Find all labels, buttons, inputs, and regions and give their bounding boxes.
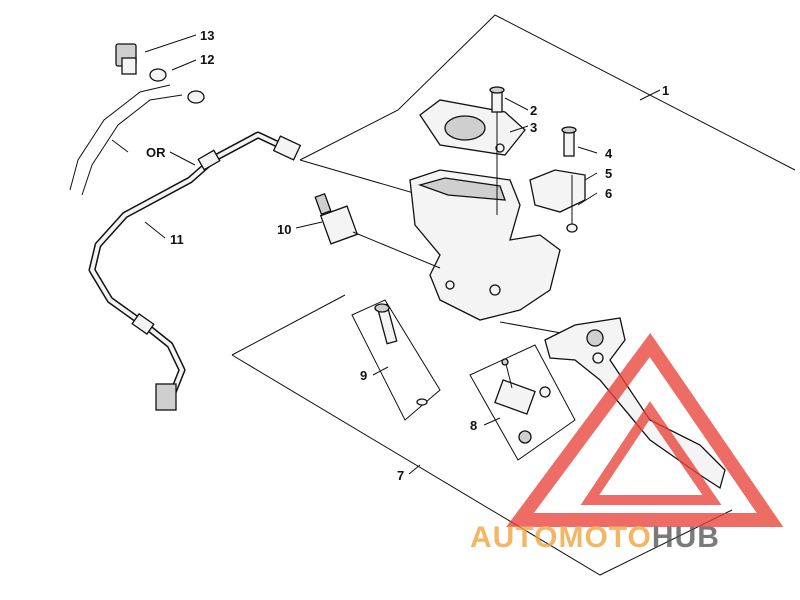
leader-lines <box>111 34 661 475</box>
callout-or: OR <box>146 145 166 160</box>
callout-4: 4 <box>605 146 613 161</box>
callout-1: 1 <box>662 83 669 98</box>
callout-13: 13 <box>200 28 214 43</box>
callout-10: 10 <box>277 222 291 237</box>
callout-11: 11 <box>170 232 184 247</box>
cover-screw <box>489 86 505 215</box>
clamp-screw <box>561 126 577 157</box>
callout-7: 7 <box>397 468 404 483</box>
alternate-hose <box>69 84 183 196</box>
reservoir-cover <box>419 99 526 156</box>
callout-9: 9 <box>360 368 367 383</box>
callout-8: 8 <box>470 418 477 433</box>
sealing-washers <box>149 68 205 104</box>
banjo-bolt <box>115 43 137 75</box>
callout-2: 2 <box>530 103 537 118</box>
watermark-text-main: AUTOMOTO <box>470 521 652 554</box>
group-8-boundary <box>469 344 576 461</box>
group-9-boundary <box>351 299 441 421</box>
watermark-text: AUTOMOTOHUB <box>470 521 720 554</box>
brake-hose <box>88 131 302 411</box>
watermark-triangle <box>506 332 784 527</box>
pivot-pin <box>374 303 428 406</box>
callout-3: 3 <box>530 120 537 135</box>
callout-12: 12 <box>200 52 214 67</box>
master-cylinder-body <box>409 169 561 321</box>
watermark-logo: AUTOMOTOHUB <box>470 332 784 554</box>
watermark-text-accent: HUB <box>652 521 720 554</box>
handlebar-clamp <box>529 169 586 233</box>
brake-switch <box>314 192 441 269</box>
lever-adjuster <box>494 358 551 444</box>
callout-6: 6 <box>605 186 612 201</box>
callout-labels: 1 2 3 4 5 6 7 8 9 10 11 12 13 OR <box>146 28 669 483</box>
callout-5: 5 <box>605 166 612 181</box>
